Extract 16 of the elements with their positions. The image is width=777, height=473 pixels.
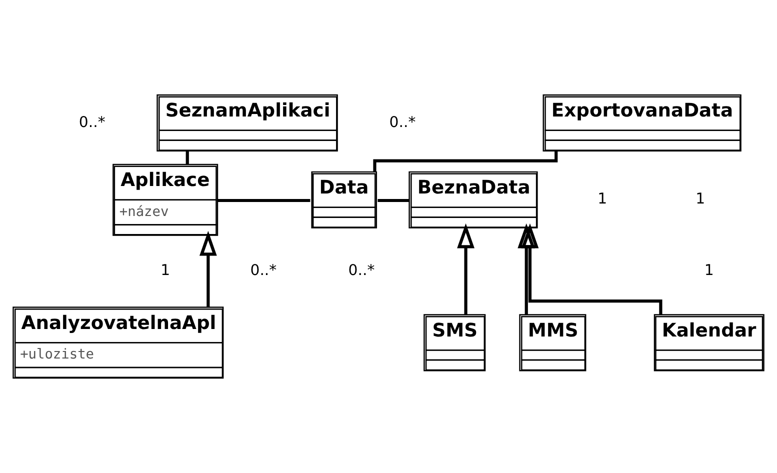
label: 0..*	[348, 261, 375, 280]
label: 1	[696, 190, 706, 208]
arrow	[521, 223, 662, 315]
arrow	[457, 223, 474, 314]
connector	[186, 151, 189, 164]
label: 0..*	[78, 112, 106, 131]
label: 0..*	[389, 112, 416, 131]
label: 1	[598, 190, 608, 208]
arrow	[518, 223, 536, 314]
label: 1	[704, 261, 714, 280]
connector	[373, 151, 558, 172]
connector	[378, 198, 410, 202]
arrow	[199, 230, 217, 307]
label: 0..*	[250, 261, 277, 280]
connector	[218, 198, 310, 202]
label: 1	[160, 261, 170, 280]
